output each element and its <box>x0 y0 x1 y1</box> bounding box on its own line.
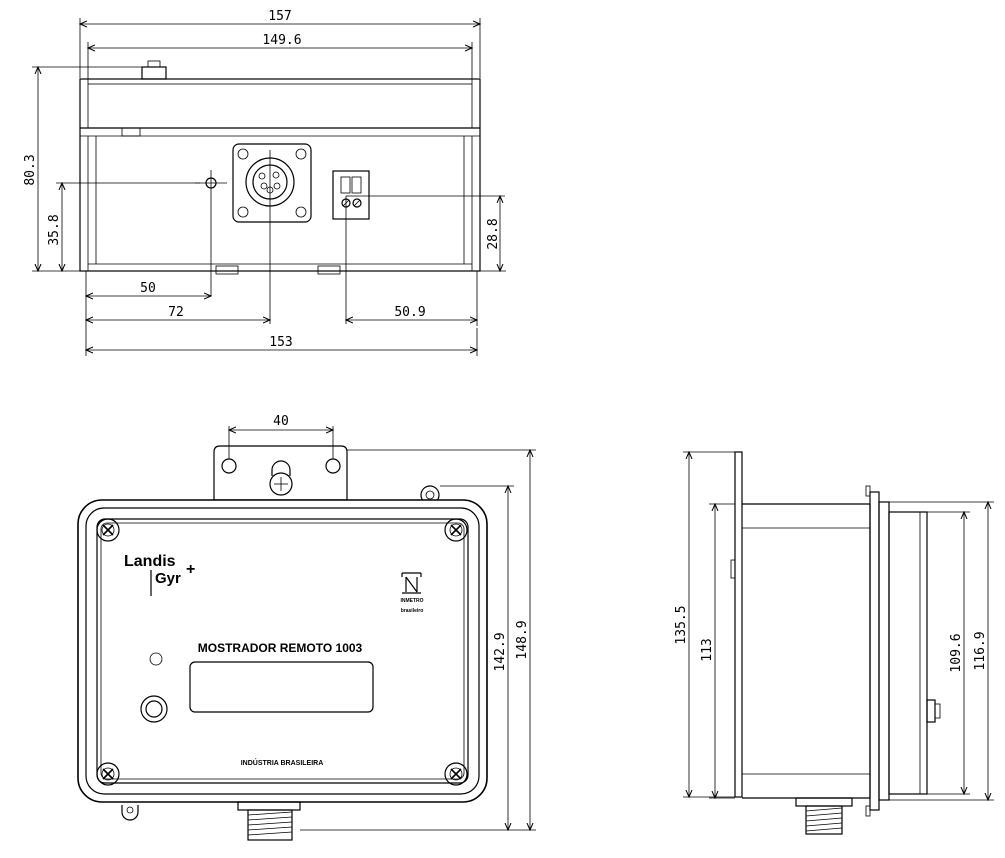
dim-led-offset: 50 <box>140 281 156 296</box>
svg-text:brasileiro: brasileiro <box>401 608 424 614</box>
front-led <box>149 652 163 666</box>
front-view: Landis Gyr + INMETRO brasileiro MOSTRADO… <box>77 414 536 841</box>
dim-terminal-offset: 50.9 <box>394 305 425 320</box>
dim-side-body-height: 113 <box>700 638 715 661</box>
cable-gland <box>237 801 301 841</box>
dim-overall-height: 148.9 <box>515 620 530 659</box>
svg-text:Landis: Landis <box>124 553 176 570</box>
terminal-block <box>332 170 505 324</box>
brand-logo: Landis Gyr + <box>124 553 195 596</box>
dim-body-height: 142.9 <box>493 632 508 671</box>
side-view: 135.5 113 109.6 116.9 <box>674 452 994 835</box>
svg-text:Gyr: Gyr <box>155 570 181 587</box>
dim-led-height: 35.8 <box>47 214 62 245</box>
push-button <box>140 695 168 723</box>
svg-text:INMETRO: INMETRO <box>400 598 423 604</box>
dim-overall-width: 157 <box>268 9 291 24</box>
dim-bracket-height: 135.5 <box>674 605 689 644</box>
device-title: MOSTRADOR REMOTO 1003 <box>198 641 363 655</box>
dim-base-width: 153 <box>269 335 292 350</box>
dim-height: 80.3 <box>23 154 38 185</box>
dim-cover-height: 109.6 <box>949 633 964 672</box>
dim-hole-spacing: 40 <box>273 414 289 429</box>
top-view: 157 149.6 80.3 35.8 28.8 50 72 50.9 <box>23 9 506 356</box>
dim-cover-width: 149.6 <box>262 33 301 48</box>
corner-screws <box>96 518 468 786</box>
certification-mark: INMETRO brasileiro <box>400 572 424 614</box>
dim-connector-offset: 72 <box>168 305 184 320</box>
dim-terminal-height: 28.8 <box>486 218 501 249</box>
display-window <box>189 661 374 713</box>
dim-side-overall-height: 116.9 <box>973 631 988 670</box>
round-connector <box>232 143 312 324</box>
footer-text: INDÚSTRIA BRASILEIRA <box>241 758 324 767</box>
svg-text:+: + <box>186 561 195 578</box>
